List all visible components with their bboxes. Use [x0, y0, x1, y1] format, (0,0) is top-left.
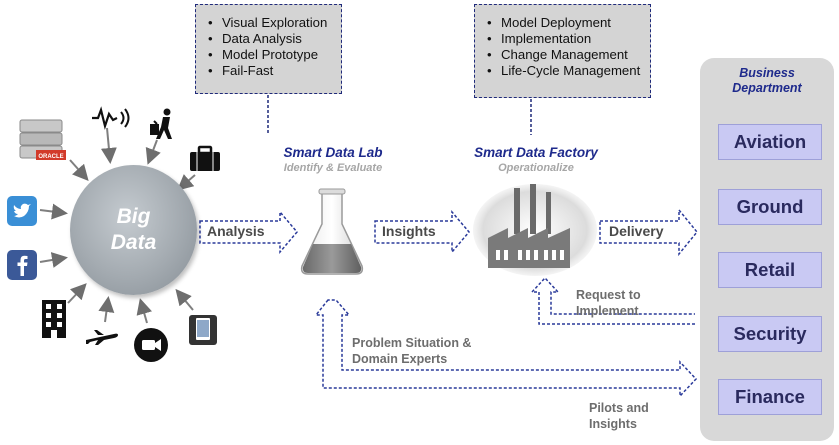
- insights-label: Insights: [382, 223, 436, 239]
- deployment-note-item: Implementation: [487, 31, 650, 47]
- airplane-icon: [86, 330, 118, 345]
- request-arrow: [530, 276, 695, 325]
- analysis-arrow: [199, 209, 298, 255]
- source-arrows: [39, 127, 196, 324]
- source-arrow: [136, 298, 152, 324]
- problem-label-line2: Domain Experts: [352, 352, 448, 366]
- pilots-arrow: [314, 299, 698, 398]
- request-label-line1: Request to: [576, 288, 641, 302]
- source-arrow: [100, 127, 117, 164]
- business-department-title-line2: Department: [732, 81, 802, 95]
- pilots-and-insights-label: Pilots and Insights: [589, 400, 649, 432]
- building-icon: [42, 300, 66, 338]
- source-arrow: [67, 283, 87, 304]
- svg-text:ORACLE: ORACLE: [38, 154, 63, 160]
- department-aviation: Aviation: [718, 124, 822, 160]
- request-label-line2: Implement: [576, 304, 639, 318]
- source-arrow: [39, 203, 68, 220]
- big-data-label-line2: Data: [110, 231, 157, 254]
- smart-data-factory-title: Smart Data Factory: [474, 145, 598, 160]
- big-data-label-line1: Big: [116, 205, 151, 228]
- analysis-label: Analysis: [207, 223, 265, 239]
- problem-label-line1: Problem Situation &: [352, 336, 472, 350]
- smart-data-lab-title: Smart Data Lab: [283, 145, 383, 160]
- exploration-note-item: Data Analysis: [208, 31, 341, 47]
- department-security: Security: [718, 316, 822, 352]
- source-arrow: [69, 159, 89, 181]
- problem-situation-label: Problem Situation & Domain Experts: [352, 335, 471, 367]
- smartphone-icon: [189, 315, 217, 345]
- oracle-database-icon: ORACLE: [19, 119, 66, 160]
- source-arrow: [175, 288, 194, 311]
- deployment-note-item: Change Management: [487, 47, 650, 63]
- department-finance: Finance: [718, 379, 822, 415]
- source-arrow: [39, 252, 68, 268]
- source-arrow: [176, 174, 196, 191]
- insights-arrow: [374, 209, 470, 255]
- smart-data-factory-subtitle: Operationalize: [498, 162, 574, 174]
- pilots-label-line1: Pilots and: [589, 401, 649, 415]
- smart-data-lab-subtitle: Identify & Evaluate: [283, 162, 383, 174]
- delivery-label: Delivery: [609, 223, 664, 239]
- wearable-signal-icon: [92, 106, 130, 130]
- business-department-title: Business Department: [700, 66, 834, 96]
- department-ground: Ground: [718, 189, 822, 225]
- department-retail: Retail: [718, 252, 822, 288]
- facebook-icon: [7, 250, 37, 280]
- deployment-notes-box: Model Deployment Implementation Change M…: [474, 4, 651, 98]
- source-arrow: [145, 139, 161, 165]
- source-arrow: [98, 296, 115, 323]
- request-to-implement-label: Request to Implement: [576, 287, 641, 319]
- twitter-icon: [7, 196, 37, 226]
- factory-icon: [473, 184, 597, 276]
- exploration-note-item: Fail-Fast: [208, 63, 341, 79]
- exploration-note-item: Model Prototype: [208, 47, 341, 63]
- briefcase-icon: [190, 145, 220, 171]
- traveler-icon: [150, 108, 172, 139]
- big-data-circle: Big Data: [70, 165, 197, 295]
- business-department-title-line1: Business: [739, 66, 795, 80]
- flask-icon: [300, 188, 364, 275]
- deployment-note-item: Life-Cycle Management: [487, 63, 650, 79]
- delivery-arrow: [599, 207, 698, 257]
- pilots-label-line2: Insights: [589, 417, 637, 431]
- exploration-note-item: Visual Exploration: [208, 15, 341, 31]
- exploration-notes-box: Visual Exploration Data Analysis Model P…: [195, 4, 342, 94]
- video-camera-icon: [134, 328, 168, 362]
- deployment-note-item: Model Deployment: [487, 15, 650, 31]
- business-department-panel: [700, 58, 834, 441]
